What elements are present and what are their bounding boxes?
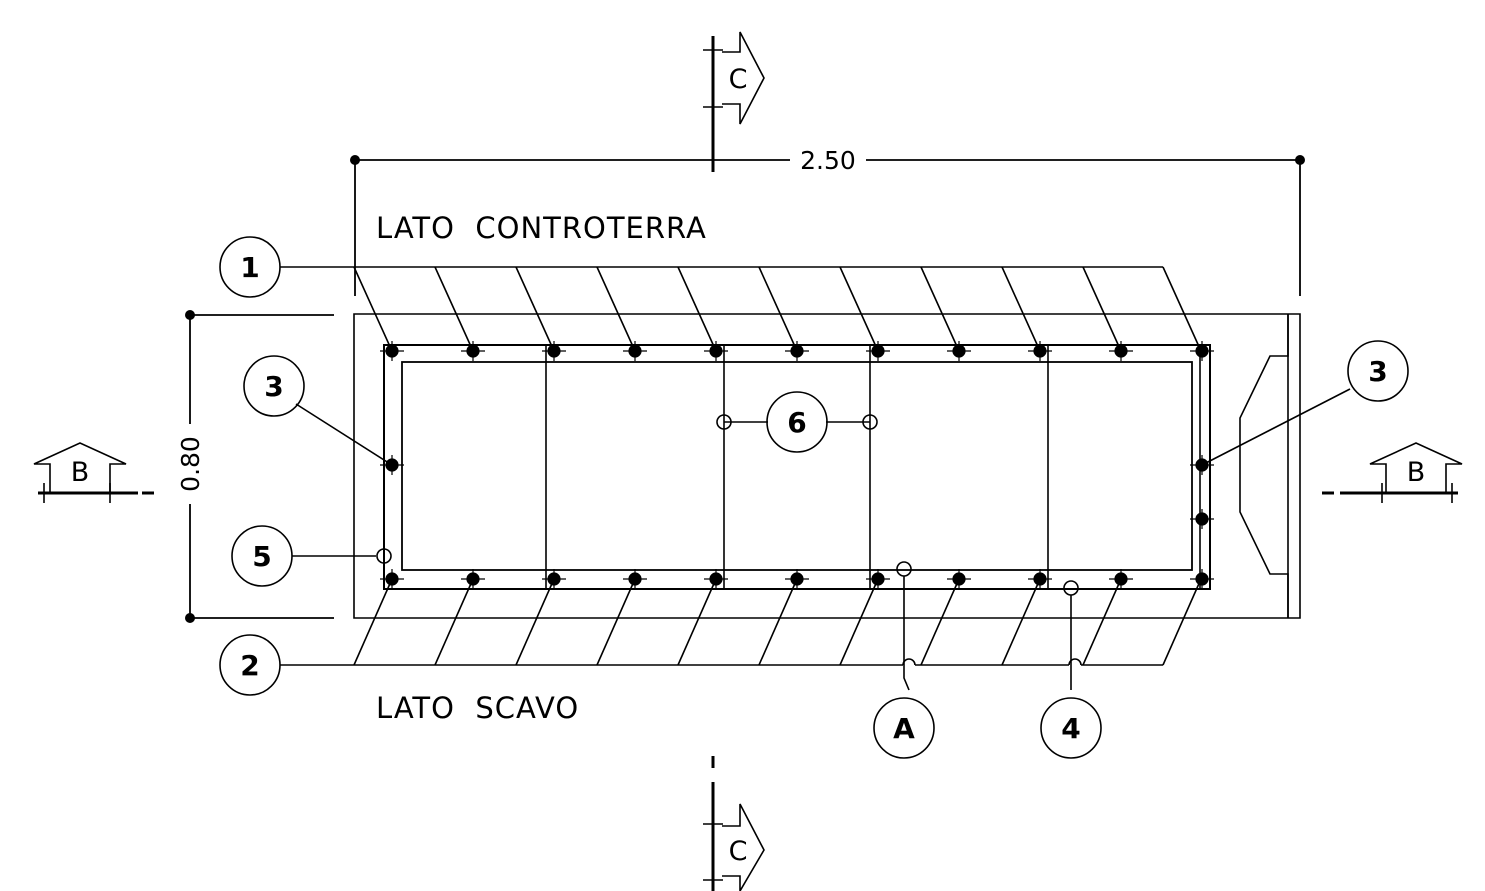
bottom-rebar	[1028, 569, 1052, 589]
section-b-left-label: B	[71, 457, 90, 488]
side-rebar	[1190, 509, 1214, 529]
dimension-dot	[1295, 155, 1305, 165]
top-rebar	[461, 341, 485, 361]
dimension-dot	[350, 155, 360, 165]
callout-4-label: 4	[1061, 712, 1080, 745]
bottom-rebar	[947, 569, 971, 589]
width-dimension	[354, 159, 1301, 296]
width-dimension-label: 2.50	[800, 146, 856, 175]
bottom-rebar	[785, 569, 809, 589]
open-bar	[716, 414, 732, 430]
height-dimension	[189, 314, 334, 619]
section-c-top-label: C	[729, 64, 748, 95]
section-b-right-label: B	[1407, 457, 1426, 488]
excavation-side-label: LATO SCAVO	[376, 691, 579, 725]
bottom-rebar	[1190, 569, 1214, 589]
callout-4-circle	[1040, 697, 1102, 759]
top-rebar	[947, 341, 971, 361]
callout-A-label: A	[893, 712, 915, 745]
bottom-rebar	[623, 569, 647, 589]
callout-A-circle	[873, 697, 935, 759]
top-rebar	[1190, 341, 1214, 361]
callout-3-left-circle	[243, 355, 305, 417]
callout-6-label: 6	[787, 406, 806, 439]
callout-2-label: 2	[240, 649, 259, 682]
section-c-bottom-marker	[703, 756, 765, 891]
bottom-rebar	[704, 569, 728, 589]
bottom-rebar	[380, 569, 404, 589]
leader-3-left	[295, 403, 393, 466]
callout-5-circle	[231, 525, 293, 587]
section-c-top-marker	[703, 31, 765, 172]
bottom-rebar	[542, 569, 566, 589]
callout-3-right-circle	[1347, 340, 1409, 402]
leader-3-right	[1201, 388, 1351, 466]
callout-1-label: 1	[240, 251, 259, 284]
section-c-bottom-label: C	[729, 836, 748, 867]
section-b-left-marker	[33, 442, 154, 503]
callout-3-left-label: 3	[264, 370, 283, 403]
top-rebar	[542, 341, 566, 361]
top-rebar	[704, 341, 728, 361]
top-rebar	[785, 341, 809, 361]
callout-5-label: 5	[252, 540, 271, 573]
earth-side-label: LATO CONTROTERRA	[376, 211, 707, 245]
top-rebar	[1109, 341, 1133, 361]
callout-2-circle	[219, 634, 281, 696]
concrete-outline	[353, 313, 1301, 619]
open-bar	[896, 561, 912, 577]
bottom-rebar	[866, 569, 890, 589]
leader-2-group	[280, 578, 1202, 666]
outer-stirrup	[383, 344, 1211, 590]
dimension-dot	[185, 613, 195, 623]
callout-6-circle	[766, 391, 828, 453]
section-b-right-marker	[1322, 442, 1463, 503]
open-bar	[862, 414, 878, 430]
side-rebar	[380, 455, 404, 475]
open-bar	[1063, 580, 1079, 596]
top-rebar	[623, 341, 647, 361]
side-rebar	[1190, 455, 1214, 475]
callout-3-right-label: 3	[1368, 355, 1387, 388]
leader-1-group	[280, 266, 1202, 352]
bottom-rebar	[461, 569, 485, 589]
leader-A	[903, 576, 910, 691]
top-rebar	[1028, 341, 1052, 361]
dimension-dot	[185, 310, 195, 320]
shear-key	[1239, 314, 1289, 618]
top-rebar	[380, 341, 404, 361]
open-bar	[376, 548, 392, 564]
bottom-rebar	[1109, 569, 1133, 589]
inner-stirrup	[401, 361, 1193, 571]
callout-1-circle	[219, 236, 281, 298]
top-rebar	[866, 341, 890, 361]
height-dimension-label: 0.80	[176, 436, 205, 492]
